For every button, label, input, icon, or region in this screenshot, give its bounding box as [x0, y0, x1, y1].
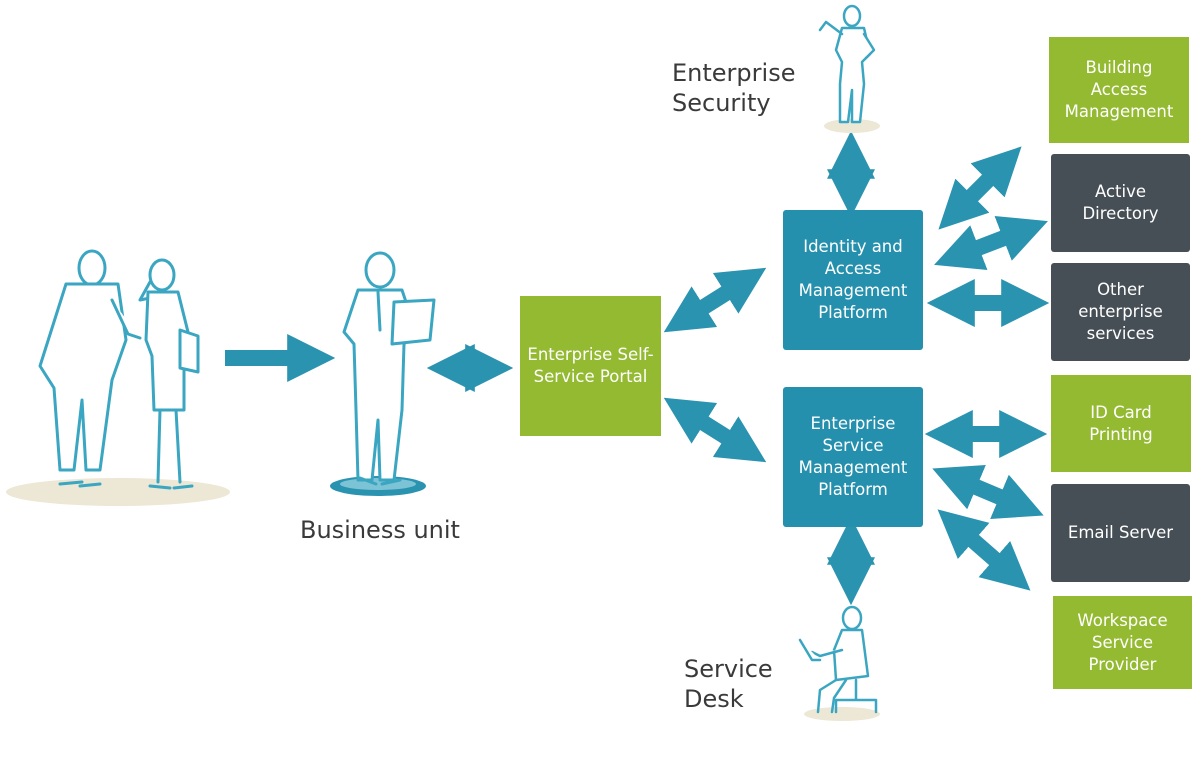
- esm-platform-box: Enterprise Service Management Platform: [783, 387, 923, 527]
- enterprise-security-label: Enterprise Security: [672, 59, 796, 117]
- arrow-portal-to-esm: [663, 397, 767, 463]
- arrow-iam-to-building: [938, 146, 1022, 230]
- self-service-portal-box: Enterprise Self- Service Portal: [520, 296, 661, 436]
- other-services-box: Other enterprise services: [1051, 263, 1190, 361]
- arrow-esm-to-email: [932, 465, 1044, 519]
- id-card-printing-box: ID Card Printing: [1051, 375, 1191, 472]
- iam-platform-box: Identity and Access Management Platform: [783, 210, 923, 350]
- arrow-iam-to-activedirectory: [934, 215, 1048, 271]
- handshake-people-icon: [6, 249, 230, 506]
- service-desk-label: Service Desk: [684, 655, 773, 713]
- business-unit-label: Business unit: [300, 516, 460, 544]
- service-desk-agent-icon: [798, 605, 880, 721]
- email-server-box: Email Server: [1051, 484, 1190, 582]
- active-directory-box: Active Directory: [1051, 154, 1190, 252]
- security-officer-icon: [818, 4, 880, 133]
- arrow-portal-to-iam: [663, 267, 767, 333]
- workspace-provider-box: Workspace Service Provider: [1053, 596, 1192, 689]
- business-person-laptop-icon: [330, 251, 436, 496]
- arrow-esm-to-workspace: [937, 509, 1031, 591]
- building-access-box: Building Access Management: [1049, 37, 1189, 143]
